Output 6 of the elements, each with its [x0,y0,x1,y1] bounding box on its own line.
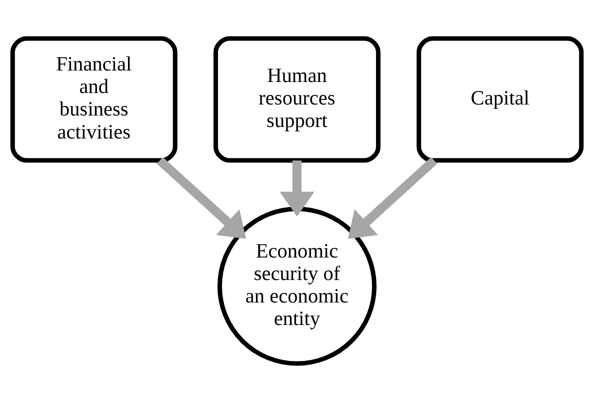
arrow [156,156,246,238]
node-box: Financial and business activities [10,36,178,162]
arrow [348,156,438,238]
arrow [280,160,314,216]
node-box: Human resources support [214,36,380,162]
node-box: Capital [416,36,584,162]
